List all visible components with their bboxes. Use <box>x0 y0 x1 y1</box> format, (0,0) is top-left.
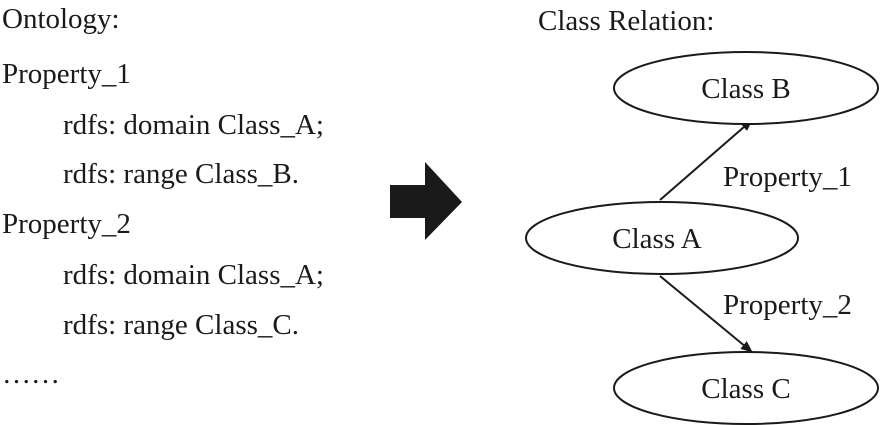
edge-a-to-c <box>659 275 753 353</box>
node-class-b-label: Class B <box>701 73 790 105</box>
node-class-b: Class B <box>613 51 879 125</box>
edge-a-to-b <box>659 119 753 201</box>
edge-a-to-b-label: Property_1 <box>723 161 852 193</box>
ellipsis: …… <box>2 358 60 390</box>
node-class-a: Class A <box>525 201 799 275</box>
property-1-domain: rdfs: domain Class_A; <box>63 109 324 141</box>
ontology-heading: Ontology: <box>2 3 120 35</box>
property-1-name: Property_1 <box>2 58 131 90</box>
node-class-c-label: Class C <box>701 373 790 405</box>
node-class-a-label: Class A <box>612 223 701 255</box>
property-2-domain: rdfs: domain Class_A; <box>63 259 324 291</box>
property-2-range: rdfs: range Class_C. <box>63 309 299 341</box>
class-relation-heading: Class Relation: <box>538 5 714 37</box>
edge-a-to-c-label: Property_2 <box>723 289 852 321</box>
property-1-range: rdfs: range Class_B. <box>63 158 299 190</box>
transform-arrow-icon <box>390 162 462 240</box>
property-2-name: Property_2 <box>2 208 131 240</box>
node-class-c: Class C <box>613 351 879 425</box>
